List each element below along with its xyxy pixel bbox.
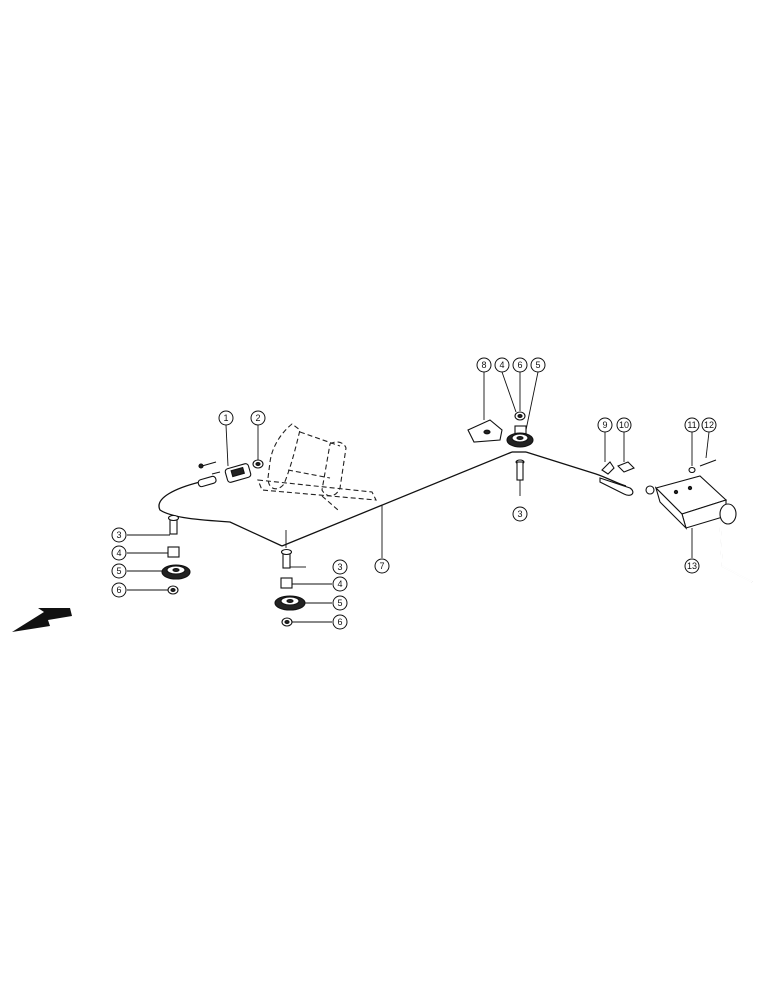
callout-6: 6 [512,357,528,373]
callout-label: 13 [687,561,697,571]
callout-11: 11 [684,417,700,433]
left-pulley-bolt [167,514,180,535]
callout-label: 5 [535,360,540,370]
middle-pulley-spacer [280,577,293,589]
callout-6: 6 [332,614,348,630]
callout-label: 10 [619,420,629,430]
frame-bracket-outline [257,423,377,511]
callout-label: 4 [337,579,342,589]
callout-label: 3 [517,509,522,519]
callout-6: 6 [111,582,127,598]
left-pulley-spacer [167,546,180,558]
callout-7: 7 [374,558,390,574]
callout-label: 12 [704,420,714,430]
left-pulley-wheel [161,564,191,580]
callout-label: 7 [379,561,384,571]
nut [252,459,264,469]
callout-9: 9 [597,417,613,433]
callout-label: 2 [255,413,260,423]
nut [617,461,635,473]
actuator [645,475,753,583]
callout-3: 3 [111,527,127,543]
callout-label: 6 [517,360,522,370]
callout-4: 4 [111,545,127,561]
callout-label: 8 [481,360,486,370]
callout-3: 3 [332,559,348,575]
callout-8: 8 [476,357,492,373]
callout-label: 5 [337,598,342,608]
screw [688,466,696,474]
middle-pulley-bolt [280,530,293,569]
callout-label: 11 [687,420,696,430]
cable-end-loop [599,477,634,496]
middle-pulley-wheel [274,595,306,611]
callout-10: 10 [616,417,632,433]
cable-end-clevis [197,471,221,488]
callout-label: 3 [116,530,121,540]
callout-label: 9 [602,420,607,430]
cable [158,451,627,547]
left-pulley-nut [167,585,179,595]
bolt [699,459,717,467]
callout-label: 1 [223,413,228,423]
callout-5: 5 [332,595,348,611]
callout-2: 2 [250,410,266,426]
callout-1: 1 [218,410,234,426]
callout-label: 5 [116,566,121,576]
pin [198,461,217,469]
callout-label: 3 [337,562,342,572]
callout-4: 4 [332,576,348,592]
cable-connector [224,463,252,483]
right-pulley-bolt [515,459,525,496]
callout-label: 6 [337,617,342,627]
right-pulley-wheel [506,432,534,448]
leader-lines [127,371,710,623]
callout-5: 5 [530,357,546,373]
callout-label: 6 [116,585,121,595]
pulley-bracket [467,419,503,443]
direction-arrow-icon [12,608,72,632]
callout-5: 5 [111,563,127,579]
callout-label: 4 [499,360,504,370]
callout-12: 12 [701,417,717,433]
middle-pulley-nut [281,617,293,627]
callout-13: 13 [684,558,700,574]
callout-4: 4 [494,357,510,373]
callout-3: 3 [512,506,528,522]
right-pulley-nut [514,411,526,421]
callout-label: 4 [116,548,121,558]
clip [601,461,615,475]
